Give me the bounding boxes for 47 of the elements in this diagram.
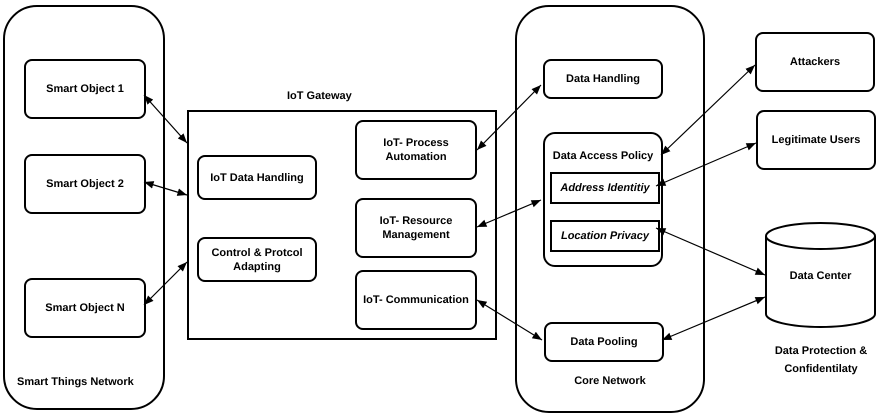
process-box: [197, 237, 317, 282]
gateway-title: IoT Gateway: [287, 89, 352, 104]
box-label: Data Pooling: [570, 335, 638, 349]
policy-item-box: [550, 172, 660, 204]
box-label: Data Handling: [566, 72, 640, 86]
process-box: [355, 270, 477, 330]
box-label: IoT- Resource Management: [378, 214, 454, 242]
process-box: [543, 59, 663, 99]
network-label: Core Network: [573, 374, 647, 388]
double-arrow: [144, 181, 188, 196]
database-label: Data Center: [790, 269, 852, 284]
box-label: Smart Object 1: [46, 82, 124, 96]
double-arrow: [662, 296, 766, 341]
box-label: Attackers: [790, 55, 840, 69]
double-arrow: [144, 94, 188, 144]
process-box: [544, 322, 664, 362]
network-container: [3, 5, 165, 410]
network-container: [515, 5, 705, 413]
box-label: Address Identitiy: [560, 181, 650, 195]
double-arrow: [656, 142, 756, 187]
double-arrow: [144, 262, 188, 306]
box-label: IoT Data Handling: [210, 170, 304, 184]
policy-title: Data Access Policy: [552, 149, 654, 164]
caption-text: Data Protection & Confidentilaty: [774, 344, 868, 377]
process-box: [24, 154, 146, 214]
double-arrow: [656, 227, 766, 276]
box-label: Smart Object 2: [46, 177, 124, 191]
double-arrow: [476, 199, 542, 228]
process-box: [197, 155, 317, 200]
process-box: [355, 120, 477, 180]
box-label: Location Privacy: [560, 229, 650, 243]
policy-box: [543, 132, 663, 267]
box-label: IoT- Communication: [363, 293, 469, 307]
box-label: Control & Protcol Adapting: [210, 246, 304, 274]
process-box: [756, 110, 876, 170]
box-label: Legitimate Users: [772, 133, 860, 147]
double-arrow: [660, 64, 756, 156]
double-arrow: [476, 84, 542, 150]
process-box: [355, 198, 477, 258]
process-box: [755, 32, 875, 92]
double-arrow: [476, 299, 542, 341]
process-box: [24, 59, 146, 119]
box-label: Smart Object N: [45, 301, 125, 315]
network-label: Smart Things Network: [17, 374, 134, 390]
process-box: [24, 278, 146, 338]
box-label: IoT- Process Automation: [382, 136, 450, 164]
policy-item-box: [550, 220, 660, 252]
